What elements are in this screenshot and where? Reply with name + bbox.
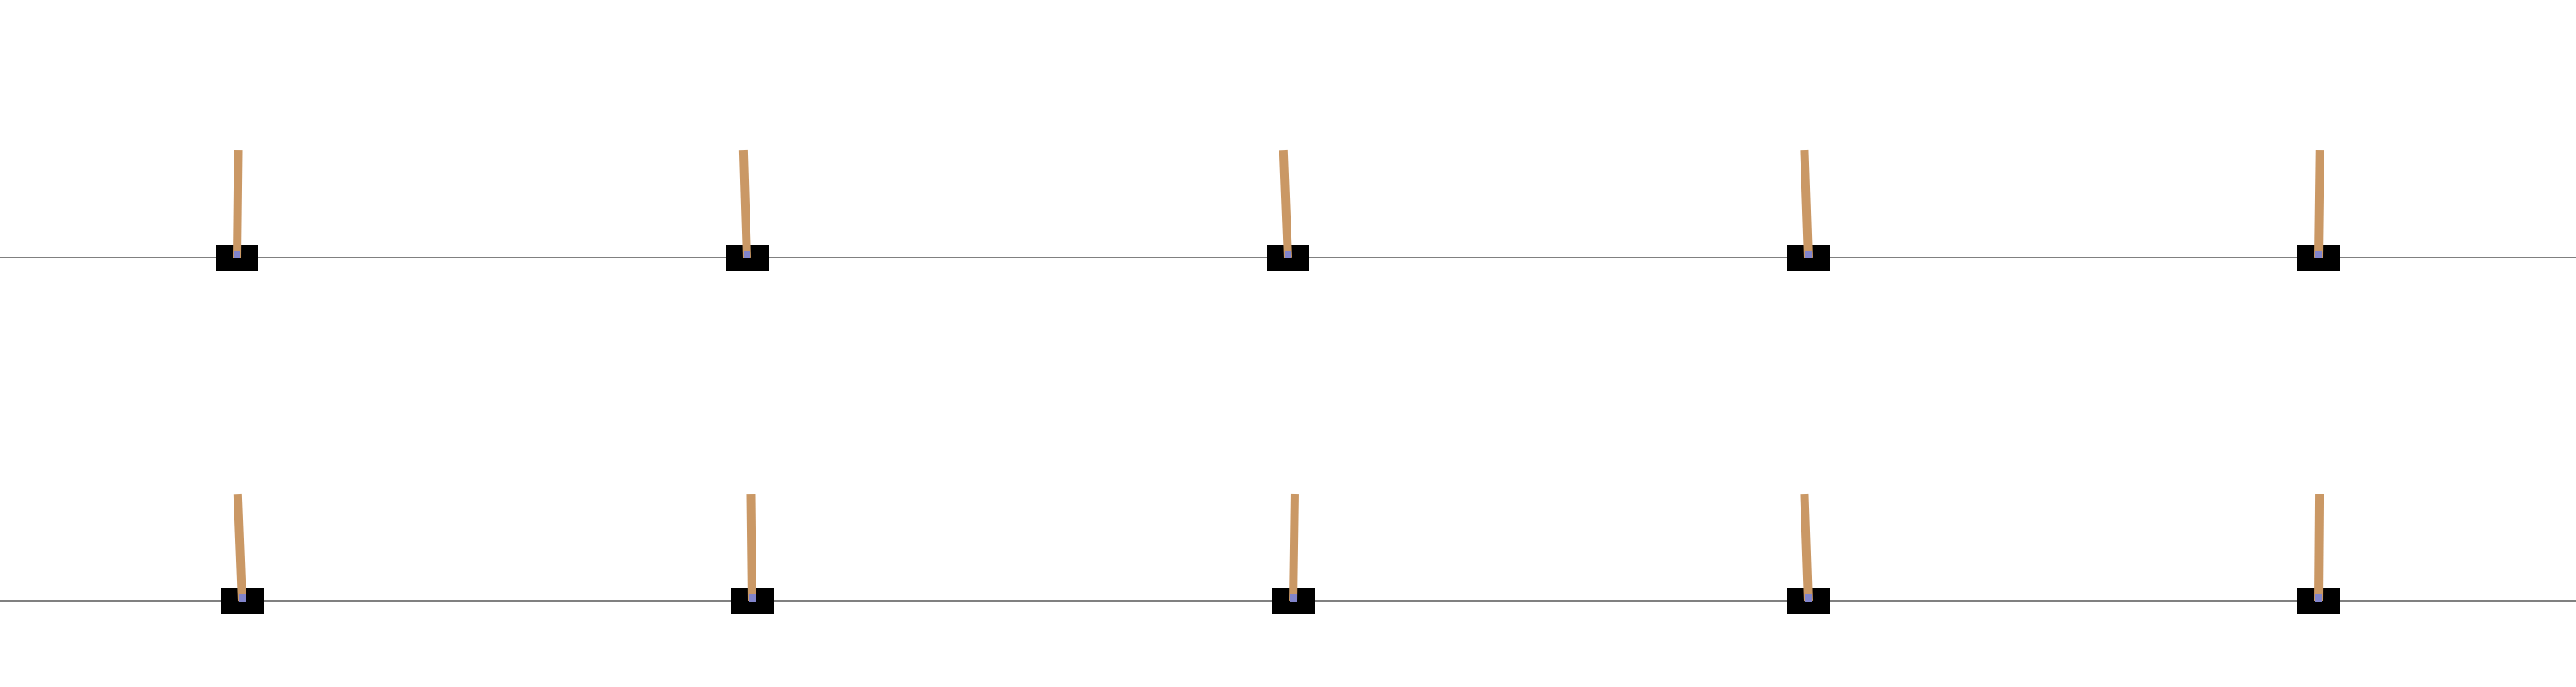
cartpole-canvas — [0, 0, 515, 344]
panel-background — [515, 344, 1030, 687]
cartpole-env-3 — [1030, 0, 1546, 344]
pole — [233, 149, 243, 258]
pole — [1800, 149, 1813, 258]
panel-background — [515, 0, 1030, 344]
axle — [744, 251, 750, 258]
pole — [1279, 149, 1292, 258]
cartpole-env-8 — [1030, 344, 1546, 687]
cartpole-canvas — [2061, 344, 2576, 687]
axle — [1290, 594, 1297, 602]
cartpole-env-9 — [1546, 344, 2061, 687]
axle — [1285, 251, 1291, 258]
cartpole-env-5 — [2061, 0, 2576, 344]
cartpole-env-1 — [0, 0, 515, 344]
pole — [233, 493, 246, 602]
cartpole-canvas — [1546, 344, 2061, 687]
cartpole-canvas — [2061, 0, 2576, 344]
cartpole-canvas — [1030, 0, 1546, 344]
pole — [746, 493, 756, 602]
axle — [234, 251, 240, 258]
cartpole-canvas — [515, 0, 1030, 344]
axle — [1805, 251, 1812, 258]
cartpole-env-7 — [515, 344, 1030, 687]
cartpole-canvas — [0, 344, 515, 687]
cartpole-env-2 — [515, 0, 1030, 344]
axle — [2315, 251, 2322, 258]
axle — [239, 594, 246, 602]
pole — [2314, 149, 2324, 258]
panel-background — [1030, 344, 1546, 687]
axle — [749, 594, 756, 602]
axle — [1805, 594, 1812, 602]
cartpole-env-6 — [0, 344, 515, 687]
panel-background — [0, 0, 515, 344]
cartpole-canvas — [1030, 344, 1546, 687]
axle — [2315, 594, 2322, 602]
panel-background — [0, 344, 515, 687]
cartpole-env-10 — [2061, 344, 2576, 687]
pole — [1289, 493, 1299, 602]
pole — [2314, 493, 2324, 602]
pole — [738, 149, 751, 258]
cartpole-canvas — [1546, 0, 2061, 344]
cartpole-env-4 — [1546, 0, 2061, 344]
cartpole-canvas — [515, 344, 1030, 687]
pole — [1800, 493, 1813, 602]
